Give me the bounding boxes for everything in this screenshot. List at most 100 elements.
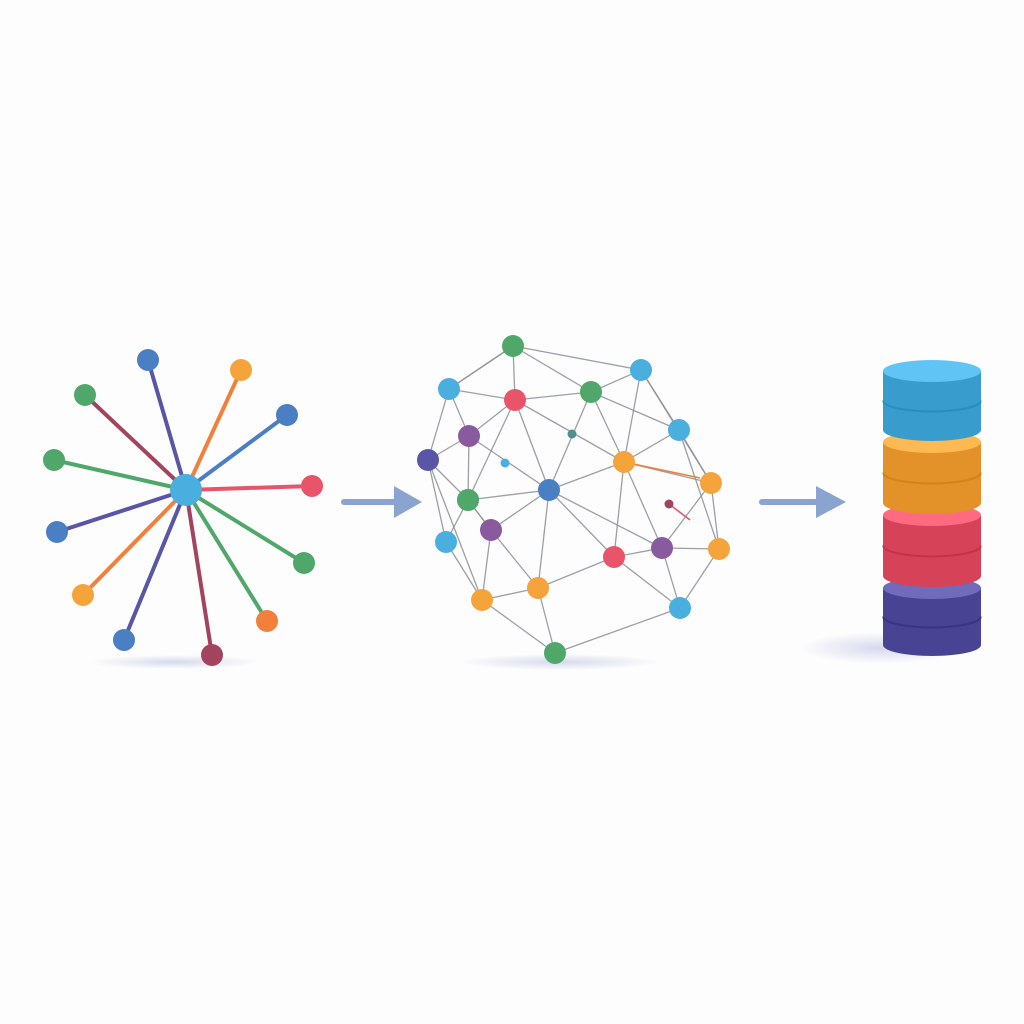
star-node	[43, 449, 65, 471]
mesh-edge	[481, 599, 556, 654]
mesh-edge	[590, 391, 625, 463]
star-node	[301, 475, 323, 497]
mesh-node	[457, 489, 479, 511]
mesh-edge	[710, 482, 720, 550]
database-layer-body	[883, 371, 981, 441]
star-node	[230, 359, 252, 381]
star-node	[113, 629, 135, 651]
mesh-edge	[467, 489, 550, 501]
database-stack-icon	[882, 360, 982, 656]
star-spoke-line	[55, 488, 188, 534]
mesh-node	[603, 546, 625, 568]
mesh-node	[502, 335, 524, 357]
mesh-small-node	[500, 458, 510, 468]
mesh-node	[527, 577, 549, 599]
star-hub-node	[170, 474, 202, 506]
mesh-node	[651, 537, 673, 559]
mesh-edge	[623, 461, 701, 479]
star-spoke-line	[81, 488, 188, 597]
mesh-edge	[490, 489, 550, 531]
database-layer	[882, 360, 982, 441]
mesh-edge	[427, 459, 483, 601]
star-spoke-line	[146, 358, 188, 492]
mesh-edge	[427, 459, 447, 543]
mesh-edge	[448, 345, 514, 390]
mesh-node	[669, 597, 691, 619]
star-spoke-line	[184, 488, 306, 565]
database-layer	[882, 431, 982, 514]
mesh-node	[613, 451, 635, 473]
star-spoke-line	[184, 488, 214, 657]
mesh-node	[544, 642, 566, 664]
star-node	[74, 384, 96, 406]
mesh-small-node	[664, 499, 674, 509]
mesh-edge	[512, 345, 642, 371]
database-layer-band	[882, 545, 982, 558]
mesh-node	[417, 449, 439, 471]
mesh-edge	[661, 482, 712, 549]
database-layer	[882, 577, 982, 656]
star-node	[201, 644, 223, 666]
mesh-node	[538, 479, 560, 501]
mesh-edge	[481, 529, 492, 601]
star-node	[137, 349, 159, 371]
mesh-edge	[613, 556, 681, 609]
database-layer-body	[883, 515, 981, 587]
mesh-small-node	[567, 429, 577, 439]
star-spoke-line	[184, 413, 289, 492]
mesh-node	[630, 359, 652, 381]
database-layer-band	[882, 472, 982, 485]
star-spoke-line	[52, 458, 188, 492]
star-network	[43, 349, 323, 666]
star-spoke-line	[83, 393, 188, 492]
mesh-edge	[554, 607, 681, 654]
mesh-edge	[537, 587, 556, 654]
star-node	[293, 552, 315, 574]
star-spoke-line	[184, 368, 243, 492]
database-layer-top	[883, 360, 981, 382]
mesh-node	[438, 378, 460, 400]
mesh-node	[435, 531, 457, 553]
mesh-edge	[678, 429, 720, 550]
star-spoke-line	[184, 488, 269, 623]
mesh-edge	[548, 391, 592, 491]
mesh-edge	[512, 345, 592, 393]
mesh-edge	[537, 489, 550, 589]
mesh-edge	[467, 399, 516, 501]
mesh-edge	[445, 541, 483, 601]
mesh-edge	[490, 529, 539, 589]
mesh-node	[700, 472, 722, 494]
mesh-edge	[548, 461, 625, 491]
mesh-edge	[548, 489, 615, 558]
mesh-edge	[613, 461, 625, 558]
mesh-edge	[514, 391, 592, 401]
star-spoke-line	[122, 488, 188, 642]
database-layer-band	[882, 400, 982, 413]
star-node	[276, 404, 298, 426]
database-layer	[882, 504, 982, 587]
database-layer-band	[882, 616, 982, 629]
mesh-edge	[514, 399, 550, 491]
mesh-edge	[427, 388, 450, 461]
mesh-edge	[590, 391, 680, 431]
mesh-edge	[623, 461, 663, 549]
star-node	[46, 521, 68, 543]
mesh-node	[580, 381, 602, 403]
database-layer-body	[883, 588, 981, 656]
arrow-right-icon	[341, 486, 422, 518]
mesh-node	[471, 589, 493, 611]
mesh-edge	[679, 548, 720, 609]
mesh-edge	[448, 388, 516, 401]
mesh-edge	[537, 556, 615, 589]
mesh-edge	[548, 489, 663, 549]
star-spoke-line	[184, 484, 314, 492]
star-node	[72, 584, 94, 606]
mesh-edge	[623, 369, 642, 463]
arrow-right-icon	[759, 486, 846, 518]
mesh-node	[480, 519, 502, 541]
mesh-node	[458, 425, 480, 447]
database-layer-body	[883, 442, 981, 514]
star-node	[256, 610, 278, 632]
